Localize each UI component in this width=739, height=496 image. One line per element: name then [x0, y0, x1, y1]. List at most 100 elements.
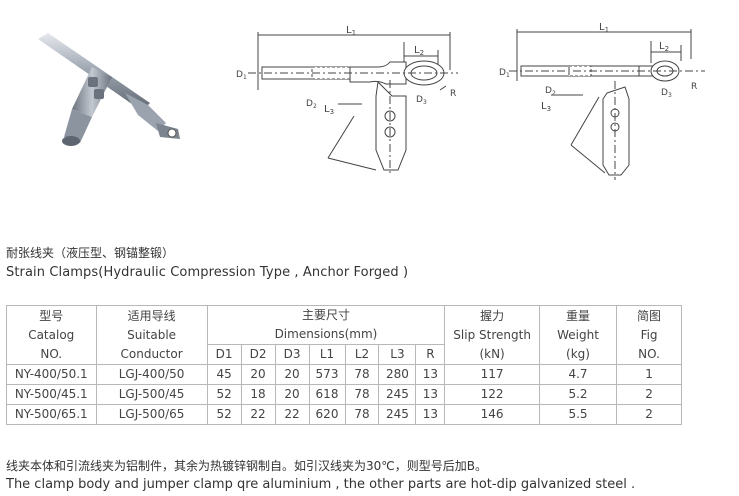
note-chinese: 线夹本体和引流线夹为铝制件，其余为热镀锌钢制自。如引汉线夹为30℃，则型号后加B… — [6, 459, 487, 473]
fig2-d3-label: D — [661, 88, 668, 98]
cell-slip-strength: 117 — [444, 364, 540, 385]
fig2-d2-sub: 2 — [552, 90, 556, 97]
svg-text:L2: L2 — [659, 41, 669, 53]
col-r: R — [415, 344, 446, 365]
col-d2: D2 — [240, 344, 276, 365]
table-row: NY-500/65.1 LGJ-500/65 52 22 22 620 78 2… — [6, 404, 682, 425]
cell-conductor: LGJ-400/50 — [95, 364, 208, 385]
cell-conductor: LGJ-500/65 — [95, 404, 208, 425]
cell-l3: 280 — [378, 364, 417, 385]
cell-catalog: NY-500/65.1 — [6, 404, 97, 425]
title-english: Strain Clamps(Hydraulic Compression Type… — [6, 265, 409, 280]
fig1-l1-label: L — [346, 25, 352, 36]
col-d3: D3 — [274, 344, 310, 365]
fig1-d3-sub: 3 — [423, 99, 427, 106]
fig1-d2-label: D — [306, 99, 313, 109]
col-d1: D1 — [206, 344, 242, 365]
cell-l1: 620 — [308, 404, 346, 425]
svg-text:D1: D1 — [236, 70, 247, 81]
cell-weight: 5.2 — [538, 384, 618, 405]
cell-conductor: LGJ-500/45 — [95, 384, 208, 405]
drawing-fig2: L1 L2 L3 D1 D2 D3 R — [499, 22, 705, 180]
fig2-d1-sub: 1 — [506, 72, 510, 79]
table-row: NY-400/50.1 LGJ-400/50 45 20 20 573 78 2… — [6, 364, 682, 385]
cell-d3: 20 — [274, 384, 310, 405]
cell-slip-strength: 122 — [444, 384, 540, 405]
fig2-d3-sub: 3 — [668, 92, 672, 99]
col-l3: L3 — [378, 344, 417, 365]
cell-d2: 22 — [240, 404, 276, 425]
cell-d1: 52 — [206, 384, 242, 405]
table-row: NY-500/45.1 LGJ-500/45 52 18 20 618 78 2… — [6, 384, 682, 405]
fig2-d2-label: D — [545, 86, 552, 96]
fig2-l1-label: L — [599, 22, 605, 33]
cell-weight: 5.5 — [538, 404, 618, 425]
cell-l2: 78 — [344, 404, 380, 425]
cell-weight: 4.7 — [538, 364, 618, 385]
fig1-d3-label: D — [416, 95, 423, 105]
cell-d3: 20 — [274, 364, 310, 385]
cell-r: 13 — [415, 364, 446, 385]
cell-l2: 78 — [344, 384, 380, 405]
fig2-r-label: R — [691, 82, 697, 92]
cell-fig: 1 — [616, 364, 682, 385]
fig2-l3-sub: 3 — [547, 105, 551, 113]
cell-catalog: NY-400/50.1 — [6, 364, 97, 385]
col-l2: L2 — [344, 344, 380, 365]
fig1-l3-sub: 3 — [330, 108, 334, 116]
cell-d1: 52 — [206, 404, 242, 425]
fig1-r-label: R — [450, 89, 456, 99]
svg-text:L1: L1 — [599, 22, 609, 34]
fig2-l1-sub: 1 — [605, 26, 609, 34]
svg-text:L3: L3 — [541, 101, 551, 113]
svg-text:L1: L1 — [346, 25, 356, 37]
cell-r: 13 — [415, 384, 446, 405]
fig1-l3-label: L — [324, 104, 330, 115]
fig2-d1-label: D — [499, 68, 506, 78]
svg-text:L3: L3 — [324, 104, 334, 116]
cell-catalog: NY-500/45.1 — [6, 384, 97, 405]
cell-l1: 618 — [308, 384, 346, 405]
cell-fig: 2 — [616, 404, 682, 425]
title-chinese: 耐张线夹（液压型、钢锚整锻） — [6, 246, 175, 260]
cell-l3: 245 — [378, 384, 417, 405]
fig1-d1-label: D — [236, 70, 243, 80]
cell-l2: 78 — [344, 364, 380, 385]
fig1-l2-sub: 2 — [420, 49, 424, 57]
fig1-l2-label: L — [414, 45, 420, 56]
fig1-l1-sub: 1 — [352, 29, 356, 37]
svg-text:D1: D1 — [499, 68, 510, 79]
product-figures: L1 L2 L3 D1 D2 D3 R — [0, 0, 739, 235]
cell-d2: 18 — [240, 384, 276, 405]
col-l1: L1 — [308, 344, 346, 365]
fig2-l2-sub: 2 — [665, 45, 669, 53]
cell-d3: 22 — [274, 404, 310, 425]
fig1-d1-sub: 1 — [243, 74, 247, 81]
dimension-subheader-row: D1 D2 D3 L1 L2 L3 R — [7, 344, 682, 365]
svg-text:D2: D2 — [545, 86, 556, 97]
svg-text:D3: D3 — [416, 95, 427, 106]
note-english: The clamp body and jumper clamp qre alum… — [6, 477, 636, 492]
cell-r: 13 — [415, 404, 446, 425]
cell-l1: 573 — [308, 364, 346, 385]
fig2-l2-label: L — [659, 41, 665, 52]
svg-text:D2: D2 — [306, 99, 317, 110]
svg-text:D3: D3 — [661, 88, 672, 99]
cell-fig: 2 — [616, 384, 682, 405]
cell-d1: 45 — [206, 364, 242, 385]
cell-d2: 20 — [240, 364, 276, 385]
cell-slip-strength: 146 — [444, 404, 540, 425]
fig1-d2-sub: 2 — [313, 103, 317, 110]
drawing-fig1: L1 L2 L3 D1 D2 D3 R — [236, 25, 458, 175]
svg-text:L2: L2 — [414, 45, 424, 57]
fig2-l3-label: L — [541, 101, 547, 112]
clamp-photo — [38, 33, 180, 146]
cell-l3: 245 — [378, 404, 417, 425]
